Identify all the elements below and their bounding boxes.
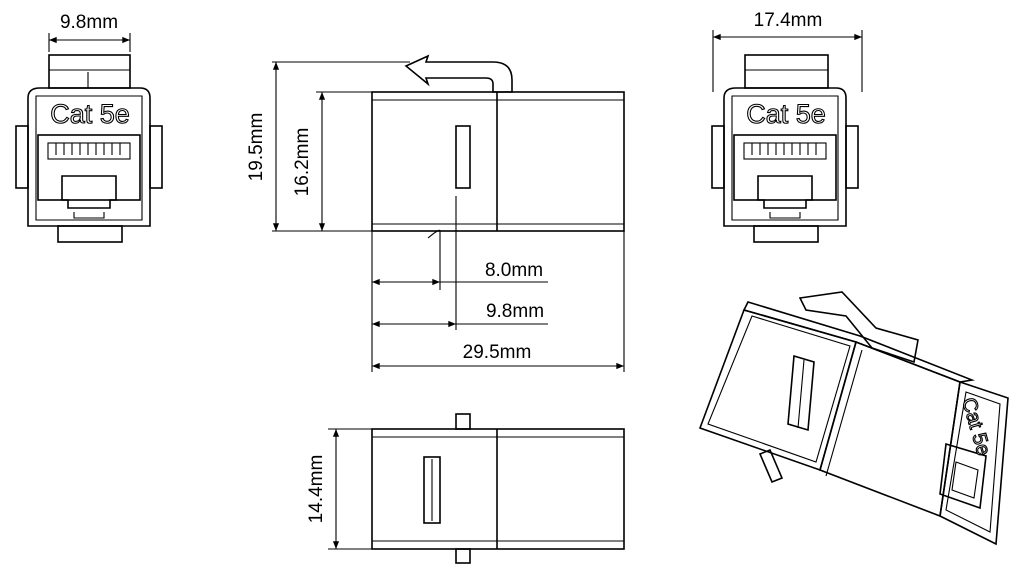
bottom-foot	[753, 225, 819, 243]
coupler-body	[371, 428, 625, 550]
dimension-label: 14.4mm	[306, 455, 327, 524]
dimension-front-right-width: 17.4mm	[712, 10, 863, 92]
front-view-left: 9.8mm Cat 5e	[15, 12, 163, 243]
bottom-foot	[57, 225, 123, 243]
dimension-label: 17.4mm	[754, 10, 823, 31]
dimension-label: 19.5mm	[246, 113, 267, 182]
coupler-body	[371, 91, 625, 232]
rj45-port	[733, 134, 837, 201]
bottom-tab	[455, 548, 471, 564]
top-tab	[455, 413, 471, 430]
iso-port	[939, 442, 987, 510]
iso-latch-nub	[758, 448, 784, 484]
latch-tab	[48, 54, 131, 89]
iso-slot	[787, 354, 815, 432]
dimension-label: 29.5mm	[463, 342, 532, 363]
dimension-offset-a: 8.0mm	[372, 260, 548, 286]
jack-body	[723, 87, 847, 227]
dimension-bottom-height: 14.4mm	[306, 429, 340, 550]
front-view-right: 17.4mm Cat 5e	[711, 10, 863, 243]
dimension-offset-b: 9.8mm	[372, 301, 548, 328]
side-tab-left	[711, 125, 725, 189]
iso-left-face	[698, 309, 857, 472]
iso-end-face	[939, 380, 1009, 546]
latch-arrow	[404, 54, 513, 93]
dimension-body-height: 16.2mm	[292, 92, 326, 231]
port-key	[757, 175, 813, 209]
port-key	[61, 175, 117, 209]
iso-right-face	[819, 340, 961, 518]
dimension-total-height: 19.5mm	[246, 62, 280, 231]
cat5e-label: Cat 5e	[50, 99, 130, 129]
bottom-view: 14.4mm	[306, 413, 625, 564]
isometric-view: Cat 5e	[698, 291, 1009, 546]
cat5e-label: Cat 5e	[746, 99, 826, 129]
dimension-label: 9.8mm	[60, 12, 118, 33]
latch-tab	[744, 54, 829, 89]
dimension-label: 8.0mm	[485, 260, 543, 281]
dimension-front-left-width: 9.8mm	[48, 12, 131, 52]
side-tab-right	[845, 125, 859, 189]
dimension-label: 16.2mm	[292, 128, 313, 197]
iso-latch	[798, 291, 919, 364]
bottom-slot	[423, 456, 441, 524]
side-tab-right	[149, 125, 163, 189]
dimension-total-length: 29.5mm	[372, 342, 625, 370]
side-view: 19.5mm 16.2mm 8.0mm 9.8mm 29.5mm	[246, 54, 625, 372]
dimension-label: 9.8mm	[486, 301, 544, 322]
side-tab-left	[15, 125, 29, 189]
rj45-port	[37, 134, 141, 201]
side-slot	[455, 125, 471, 189]
